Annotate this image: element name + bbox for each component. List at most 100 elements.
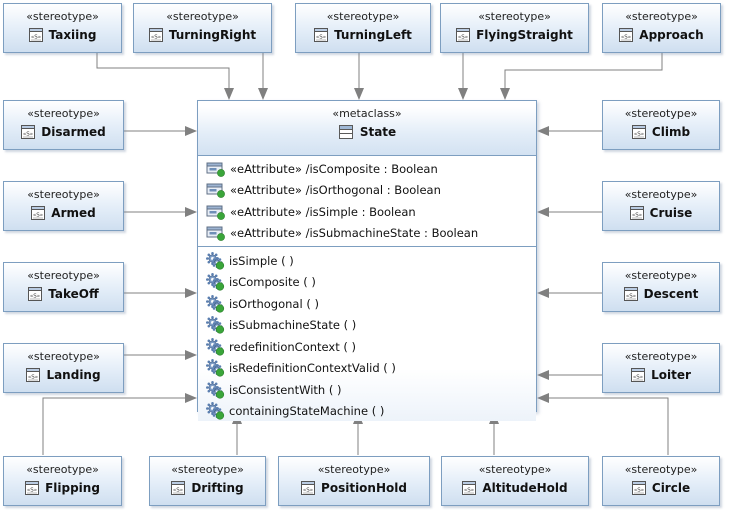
svg-text:«S»: «S» [30, 35, 40, 41]
operation-row[interactable]: isComposite ( ) [198, 272, 536, 294]
stereotype-keyword: «stereotype» [624, 188, 698, 201]
metaclass-state[interactable]: «metaclass» State «eAttribute» /isCompos… [197, 100, 537, 421]
stereotype-name: TurningLeft [334, 28, 412, 42]
operation-label: isSubmachineState ( ) [229, 318, 357, 333]
stereotype-keyword: «stereotype» [166, 10, 239, 23]
svg-text:«S»: «S» [173, 488, 183, 494]
attribute-row[interactable]: «eAttribute» /isSimple : Boolean [198, 201, 536, 223]
stereotype-icon: «S» [25, 481, 40, 495]
operation-row[interactable]: isSubmachineState ( ) [198, 315, 536, 337]
operation-row[interactable]: isRedefinitionContextValid ( ) [198, 358, 536, 380]
stereotype-icon: «S» [631, 125, 646, 139]
stereotype-keyword: «stereotype» [326, 10, 400, 23]
attribute-icon [206, 204, 226, 220]
stereotype-keyword: «stereotype» [624, 350, 698, 363]
operation-label: isConsistentWith ( ) [229, 382, 342, 397]
operation-row[interactable]: isSimple ( ) [198, 250, 536, 272]
stereotype-icon: «S» [619, 28, 634, 42]
stereotype-name: Landing [46, 368, 101, 382]
stereotype-icon: «S» [21, 125, 36, 139]
attribute-label: «eAttribute» /isSubmachineState : Boolea… [230, 226, 479, 241]
stereotype-climb[interactable]: «stereotype» «S»Climb [602, 100, 720, 150]
stereotype-turningright[interactable]: «stereotype» «S»TurningRight [133, 3, 272, 53]
stereotype-taxiing[interactable]: «stereotype» «S»Taxiing [3, 3, 122, 53]
stereotype-icon: «S» [623, 287, 638, 301]
attribute-row[interactable]: «eAttribute» /isComposite : Boolean [198, 158, 536, 180]
operation-icon [206, 273, 225, 291]
stereotype-approach[interactable]: «stereotype» «S»Approach [602, 3, 721, 53]
operation-label: isOrthogonal ( ) [229, 296, 319, 311]
stereotype-altitudehold[interactable]: «stereotype» «S» AltitudeHold [441, 456, 589, 506]
stereotype-icon: «S» [631, 481, 646, 495]
attribute-row[interactable]: «eAttribute» /isOrthogonal : Boolean [198, 180, 536, 202]
stereotype-icon: «S» [31, 206, 46, 220]
stereotype-icon: «S» [26, 368, 41, 382]
stereotype-icon: «S» [171, 481, 186, 495]
stereotype-name: Circle [651, 481, 691, 495]
stereotype-drifting[interactable]: «stereotype» «S» Drifting [149, 456, 266, 506]
stereotype-flipping[interactable]: «stereotype» «S»Flipping [3, 456, 122, 506]
stereotype-name: Flipping [45, 481, 100, 495]
attribute-label: «eAttribute» /isOrthogonal : Boolean [230, 183, 441, 198]
stereotype-icon: «S» [631, 368, 646, 382]
stereotype-disarmed[interactable]: «stereotype» «S»Disarmed [3, 100, 124, 150]
stereotype-keyword: «stereotype» [478, 10, 551, 23]
stereotype-flyingstraight[interactable]: «stereotype» «S» FlyingStraight [440, 3, 589, 53]
svg-text:«S»: «S» [633, 375, 643, 381]
attribute-label: «eAttribute» /isComposite : Boolean [230, 161, 438, 176]
attribute-icon [206, 182, 226, 199]
stereotype-keyword: «stereotype» [624, 107, 698, 120]
operation-row[interactable]: redefinitionContext ( ) [198, 336, 536, 358]
stereotype-turningleft[interactable]: «stereotype» «S»TurningLeft [295, 3, 431, 53]
svg-text:«S»: «S» [634, 488, 644, 494]
stereotype-cruise[interactable]: «stereotype» «S»Cruise [602, 181, 720, 231]
svg-text:«S»: «S» [30, 294, 40, 300]
operation-label: isSimple ( ) [229, 253, 294, 268]
attribute-row[interactable]: «eAttribute» /isSubmachineState : Boolea… [198, 223, 536, 245]
operation-row[interactable]: isOrthogonal ( ) [198, 293, 536, 315]
stereotype-icon: «S» [28, 28, 43, 42]
svg-text:«S»: «S» [625, 294, 635, 300]
stereotype-loiter[interactable]: «stereotype» «S»Loiter [602, 343, 720, 393]
svg-text:«S»: «S» [303, 488, 313, 494]
operation-row[interactable]: isConsistentWith ( ) [198, 379, 536, 401]
attribute-compartment: «eAttribute» /isComposite : Boolean «eAt… [198, 156, 536, 247]
operation-label: redefinitionContext ( ) [229, 339, 357, 354]
operation-icon [206, 380, 225, 399]
arrow-circle [537, 393, 669, 455]
metaclass-header: «metaclass» State [198, 107, 536, 156]
stereotype-keyword: «stereotype» [478, 463, 552, 476]
stereotype-landing[interactable]: «stereotype» «S»Landing [3, 343, 124, 393]
stereotype-name: AltitudeHold [482, 481, 568, 495]
operation-icon [206, 359, 225, 377]
stereotype-name: Armed [51, 206, 96, 220]
stereotype-keyword: «stereotype» [27, 188, 100, 201]
stereotype-positionhold[interactable]: «stereotype» «S» PositionHold [278, 456, 430, 506]
svg-text:«S»: «S» [28, 375, 38, 381]
svg-text:«S»: «S» [458, 35, 468, 41]
stereotype-descent[interactable]: «stereotype» «S»Descent [602, 262, 720, 312]
stereotype-name: TakeOff [48, 287, 99, 301]
stereotype-circle[interactable]: «stereotype» «S» Circle [602, 456, 720, 506]
operation-row[interactable]: containingStateMachine ( ) [198, 401, 536, 423]
stereotype-keyword: «stereotype» [27, 107, 100, 120]
stereotype-name: Drifting [191, 481, 244, 495]
arrow-taxiing [96, 53, 234, 100]
stereotype-keyword: «stereotype» [624, 463, 698, 476]
metaclass-name: State [359, 125, 397, 139]
stereotype-icon: «S» [301, 481, 316, 495]
stereotype-name: Taxiing [48, 28, 97, 42]
stereotype-icon: «S» [148, 28, 163, 42]
operation-icon [206, 251, 225, 270]
svg-text:«S»: «S» [464, 488, 474, 494]
stereotype-keyword: «stereotype» [171, 463, 244, 476]
operation-label: containingStateMachine ( ) [229, 404, 385, 419]
stereotype-name: Descent [643, 287, 699, 301]
stereotype-name: FlyingStraight [476, 28, 573, 42]
stereotype-keyword: «stereotype» [317, 463, 391, 476]
stereotype-armed[interactable]: «stereotype» «S» Armed [3, 181, 124, 231]
stereotype-takeoff[interactable]: «stereotype» «S»TakeOff [3, 262, 124, 312]
stereotype-name: PositionHold [321, 481, 407, 495]
operation-compartment: isSimple ( ) isComposite ( ) isOrthogona… [198, 247, 536, 421]
